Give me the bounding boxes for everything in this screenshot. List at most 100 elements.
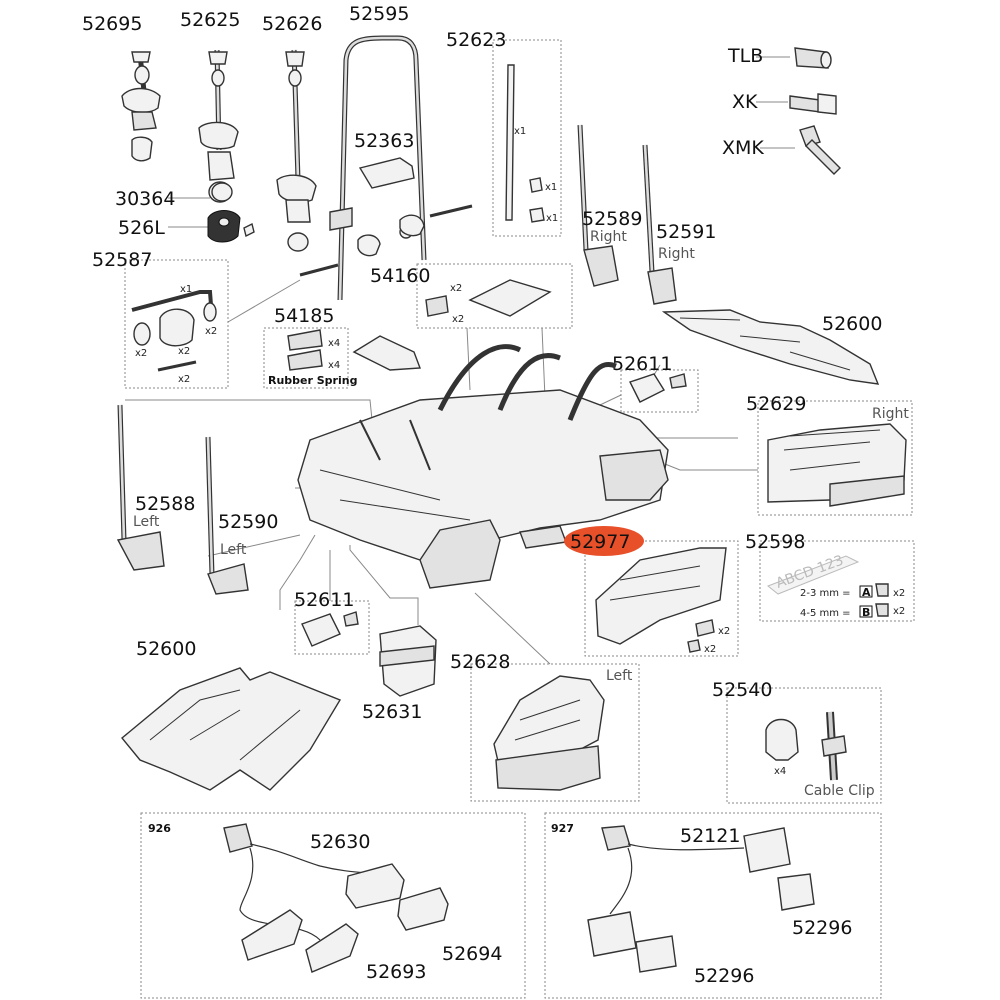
box-52611-bot (294, 600, 370, 655)
side-label-left-52590: Left (220, 542, 247, 558)
box-54185 (263, 327, 349, 389)
qty-x4: x4 (774, 766, 786, 777)
qty-x2: x2 (452, 314, 464, 325)
rubber-spring-label: Rubber Spring (268, 374, 357, 387)
springs-54185 (287, 329, 421, 371)
qty-x2: x2 (205, 326, 217, 337)
qty-x1: x1 (546, 213, 558, 224)
lamp-housing-52629-right (767, 423, 907, 507)
qty-x1: x1 (514, 126, 526, 137)
part-number-30364: 30364 (115, 188, 175, 210)
part-number-52977: 52977 (570, 531, 630, 553)
spacer-a-letter: A (862, 586, 871, 599)
part-number-52121: 52121 (680, 825, 740, 847)
strap-52588 (116, 404, 165, 571)
kit-52587 (131, 290, 217, 372)
box-label-926: 926 (148, 822, 171, 835)
part-number-52623: 52623 (446, 29, 506, 51)
part-number-54185: 54185 (274, 305, 334, 327)
part-number-52600-top: 52600 (822, 313, 882, 335)
frame-52595 (337, 35, 427, 301)
part-number-52626: 52626 (262, 13, 322, 35)
housing-52631 (379, 625, 437, 697)
key-label-xk: XK (732, 91, 758, 113)
qty-x2: x2 (718, 626, 730, 637)
qty-x1: x1 (545, 182, 557, 193)
part-number-52589: 52589 (582, 208, 642, 230)
qty-x1: x1 (180, 284, 192, 295)
carrier-body (297, 344, 669, 589)
part-number-52600-bot: 52600 (136, 638, 196, 660)
clamp-52363 (329, 157, 415, 231)
bike-arm-52695 (121, 51, 161, 162)
bolt-set (299, 204, 473, 277)
part-number-52611-top: 52611 (612, 353, 672, 375)
wheel-tray-52600-top (661, 309, 880, 385)
qty-x4: x4 (328, 338, 340, 349)
lock-knob-526L (207, 210, 255, 243)
key-xmk (799, 125, 841, 175)
part-number-52363: 52363 (354, 130, 414, 152)
highlight-52977-bubble (564, 526, 644, 556)
qty-x2: x2 (178, 374, 190, 385)
end-cap-52611-top (629, 373, 687, 403)
side-label-right-52591: Right (658, 246, 695, 262)
cable-clip-52540 (765, 711, 847, 781)
end-cap-52611-bot (301, 611, 359, 647)
box-52587 (124, 259, 229, 389)
box-52598 (759, 540, 915, 622)
box-52611-top (620, 369, 699, 413)
part-number-52296-b: 52296 (694, 965, 754, 987)
part-number-526L: 526L (118, 217, 165, 239)
box-52628 (470, 663, 640, 802)
bike-arm-52625 (198, 49, 239, 203)
box-926 (140, 812, 526, 999)
part-number-52590: 52590 (218, 511, 278, 533)
qty-x2: x2 (450, 283, 462, 294)
key-tlb (794, 47, 832, 69)
cable-clip-label: Cable Clip (804, 783, 875, 799)
kit-54160 (425, 279, 552, 317)
box-52629 (757, 400, 913, 516)
part-number-52296-a: 52296 (792, 917, 852, 939)
qty-x2: x2 (893, 588, 905, 599)
part-number-52629: 52629 (746, 393, 806, 415)
part-number-52628: 52628 (450, 651, 510, 673)
part-number-52630: 52630 (310, 831, 370, 853)
spacer-a-label: 2-3 mm = (800, 588, 851, 599)
part-number-52611-bot: 52611 (294, 589, 354, 611)
part-number-52540: 52540 (712, 679, 772, 701)
part-number-52591: 52591 (656, 221, 716, 243)
part-number-52588: 52588 (135, 493, 195, 515)
strap-52591 (642, 144, 677, 305)
box-label-927: 927 (551, 822, 574, 835)
spacer-b-label: 4-5 mm = (800, 608, 851, 619)
key-xk (789, 93, 837, 115)
key-label-xmk: XMK (722, 137, 764, 159)
plate-spacer-52598 (767, 555, 889, 618)
wiring-926 (223, 823, 449, 973)
qty-x4: x4 (328, 360, 340, 371)
box-54160 (416, 263, 573, 329)
box-52623 (492, 39, 562, 237)
bike-arm-52626 (276, 49, 317, 252)
part-number-52587: 52587 (92, 249, 152, 271)
part-number-52625: 52625 (180, 9, 240, 31)
part-number-54160: 54160 (370, 265, 430, 287)
strap-52589 (577, 124, 619, 287)
side-label-right-52589: Right (590, 229, 627, 245)
part-number-52595: 52595 (349, 3, 409, 25)
quantity-markers: x1 x1 x1 x1 x2 x2 x2 x2 x2 x2 x4 x4 x2 x… (135, 126, 905, 777)
qty-x2: x2 (178, 346, 190, 357)
part-number-52693: 52693 (366, 961, 426, 983)
side-label-left-52588: Left (133, 514, 160, 530)
qty-x2: x2 (893, 606, 905, 617)
side-label-left-52628: Left (606, 668, 633, 684)
strap-52590 (205, 436, 249, 595)
box-927 (544, 812, 882, 999)
qty-x2: x2 (704, 644, 716, 655)
side-label-right-52629: Right (872, 406, 909, 422)
wheel-tray-52600-bot (121, 667, 342, 791)
